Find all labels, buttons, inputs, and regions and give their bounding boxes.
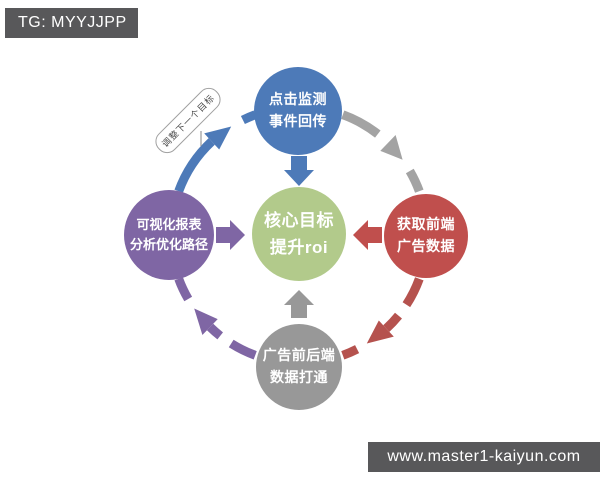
arrowhead-icon xyxy=(380,135,403,160)
node-label-line: 获取前端 xyxy=(397,216,455,233)
node-visual-reports: 可视化报表 分析优化路径 xyxy=(124,190,214,280)
arrow-right-to-center xyxy=(353,220,382,250)
website-url-banner: www.master1-kaiyun.com xyxy=(368,442,600,472)
cycle-arc-bottom-to-left xyxy=(174,277,257,360)
node-label-line: 可视化报表 xyxy=(136,216,202,232)
arrowhead-icon xyxy=(194,308,218,335)
arrow-left-to-center xyxy=(216,220,245,250)
arrowhead-icon xyxy=(204,126,232,150)
arrow-top-to-center xyxy=(284,156,314,186)
node-label-line: 数据打通 xyxy=(270,369,328,385)
node-label-line: 事件回传 xyxy=(269,113,327,129)
node-label-line: 分析优化路径 xyxy=(129,237,208,252)
node-data-integration: 广告前后端 数据打通 xyxy=(256,324,342,410)
node-label-line: 核心目标 xyxy=(264,210,334,230)
cycle-arc-right-to-bottom xyxy=(341,277,424,360)
node-label-line: 提升roi xyxy=(269,238,329,257)
arrow-bottom-to-center xyxy=(284,290,314,318)
telegram-handle-banner: TG: MYYJJPP xyxy=(5,8,138,38)
node-label-line: 广告前后端 xyxy=(262,347,336,364)
cycle-arc-top-to-right xyxy=(341,110,424,193)
node-label-line: 广告数据 xyxy=(397,238,455,254)
node-core-goal-roi: 核心目标 提升roi xyxy=(252,187,346,281)
arrowhead-icon xyxy=(366,320,394,344)
node-label-line: 点击监测 xyxy=(269,91,327,108)
node-get-frontend-ad-data: 获取前端 广告数据 xyxy=(384,194,468,278)
node-click-monitoring: 点击监测 事件回传 xyxy=(254,67,342,155)
